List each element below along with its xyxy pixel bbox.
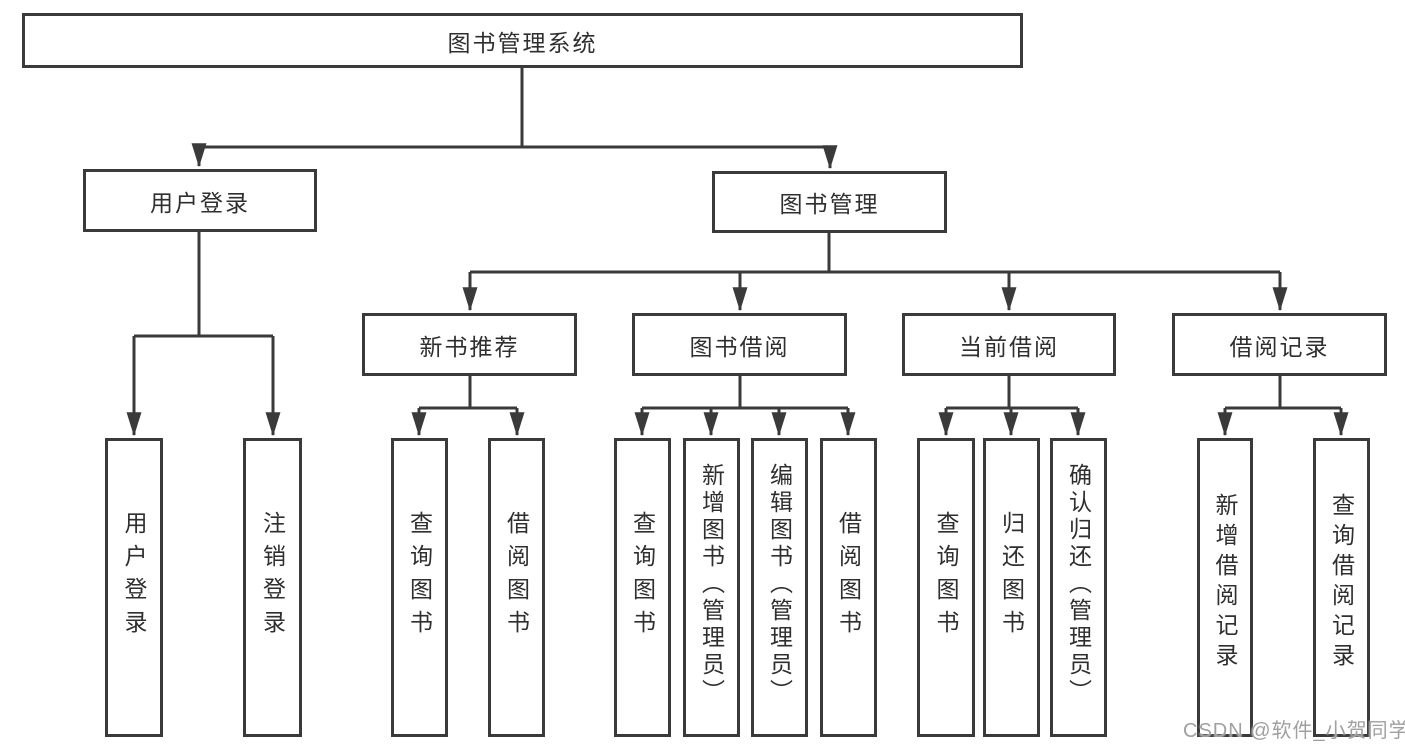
leaf-query-books-recommend: 查询图书	[391, 438, 448, 737]
leaf-query-books-current: 查询图书	[917, 438, 975, 737]
leaf-confirm-return-admin: 确认归还（管理员）	[1050, 438, 1107, 737]
leaf-logout: 注销登录	[243, 438, 302, 737]
leaf-borrow-books: 借阅图书	[820, 438, 877, 737]
leaf-query-borrow-record: 查询借阅记录	[1313, 438, 1370, 737]
node-system-root: 图书管理系统	[22, 13, 1023, 68]
leaf-add-books-admin: 新增图书（管理员）	[683, 438, 740, 737]
leaf-edit-books-admin: 编辑图书（管理员）	[751, 438, 808, 737]
leaf-user-login: 用户登录	[105, 438, 163, 737]
node-book-borrowing: 图书借阅	[632, 313, 847, 376]
node-new-book-recommend: 新书推荐	[362, 313, 577, 376]
leaf-add-borrow-record: 新增借阅记录	[1197, 438, 1253, 737]
watermark-text: CSDN @软件_小贺同学	[1183, 720, 1405, 742]
leaf-query-books-borrowing: 查询图书	[614, 438, 671, 737]
node-user-login-branch: 用户登录	[83, 169, 317, 232]
node-borrowing-records: 借阅记录	[1172, 313, 1387, 376]
node-current-borrowing: 当前借阅	[902, 313, 1116, 376]
leaf-borrow-books-recommend: 借阅图书	[488, 438, 545, 737]
node-book-management-branch: 图书管理	[712, 171, 947, 233]
leaf-return-books: 归还图书	[983, 438, 1040, 737]
